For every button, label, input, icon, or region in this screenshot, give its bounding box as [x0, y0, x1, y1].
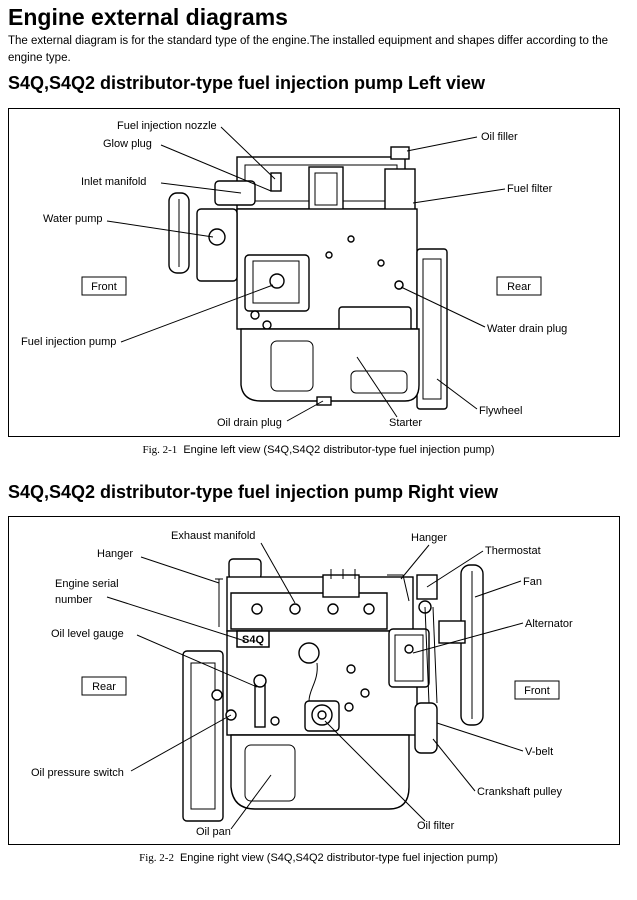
right-engine-illustration: S4Q [182, 558, 484, 822]
right-rear-label: Rear [92, 681, 116, 693]
callout-hanger-left: Hanger [97, 548, 133, 560]
callout-fuel-filter: Fuel filter [507, 183, 553, 195]
callout-oil-pressure-switch: Oil pressure switch [31, 767, 124, 779]
engine-badge-box [236, 630, 270, 648]
left-leader-lines [106, 126, 506, 422]
callout-oil-filter: Oil filter [417, 820, 455, 832]
callout-alternator: Alternator [525, 618, 573, 630]
right-view-diagram: S4Q [31, 530, 573, 838]
callout-fuel-injection-pump: Fuel injection pump [21, 336, 116, 348]
left-engine-illustration [168, 146, 448, 410]
callout-crankshaft-pulley: Crankshaft pulley [477, 786, 562, 798]
left-caption-text: Engine left view (S4Q,S4Q2 distributor-t… [183, 444, 495, 456]
right-leader-lines [106, 542, 524, 830]
left-caption-number: Fig. 2-1 [142, 444, 178, 456]
callout-oil-drain-plug: Oil drain plug [217, 417, 282, 429]
left-view-caption: Fig. 2-1 Engine left view (S4Q,S4Q2 distr… [0, 444, 637, 456]
callout-oil-filler: Oil filler [481, 131, 518, 143]
callout-water-pump: Water pump [43, 213, 103, 225]
right-caption-text: Engine right view (S4Q,S4Q2 distributor-… [179, 852, 498, 864]
left-view-figure: Front Rear Fuel injection nozzle Glow pl… [8, 108, 620, 437]
right-rear-box [81, 676, 127, 696]
left-front-box [81, 276, 127, 296]
left-rear-label: Rear [507, 281, 531, 293]
callout-thermostat: Thermostat [485, 545, 541, 557]
engine-badge: S4Q [242, 634, 264, 646]
right-view-figure: S4Q [8, 516, 620, 845]
callout-oil-level-gauge: Oil level gauge [51, 628, 124, 640]
right-caption-number: Fig. 2-2 [139, 852, 174, 864]
page-title: Engine external diagrams [8, 4, 288, 30]
callout-starter: Starter [389, 417, 422, 429]
left-front-label: Front [91, 281, 117, 293]
right-view-caption: Fig. 2-2 Engine right view (S4Q,S4Q2 dist… [0, 852, 637, 864]
callout-v-belt: V-belt [525, 746, 553, 758]
callout-water-drain-plug: Water drain plug [487, 323, 567, 335]
callout-fan: Fan [523, 576, 542, 588]
callout-engine-serial-line2: number [55, 594, 93, 606]
right-view-title: S4Q,S4Q2 distributor-type fuel injection… [8, 482, 499, 502]
callout-oil-pan: Oil pan [196, 826, 231, 838]
callout-inlet-manifold: Inlet manifold [81, 176, 146, 188]
intro-text: The external diagram is for the standard… [8, 35, 609, 64]
left-view-diagram: Front Rear Fuel injection nozzle Glow pl… [21, 120, 567, 429]
callout-hanger-right: Hanger [411, 532, 447, 544]
left-view-title: S4Q,S4Q2 distributor-type fuel injection… [8, 73, 486, 93]
callout-flywheel: Flywheel [479, 405, 522, 417]
right-front-label: Front [524, 685, 550, 697]
callout-glow-plug: Glow plug [103, 138, 152, 150]
callout-fuel-injection-nozzle: Fuel injection nozzle [117, 120, 217, 132]
callout-engine-serial-line1: Engine serial [55, 578, 119, 590]
callout-exhaust-manifold: Exhaust manifold [171, 530, 255, 542]
right-front-box [514, 680, 560, 700]
left-rear-box [496, 276, 542, 296]
